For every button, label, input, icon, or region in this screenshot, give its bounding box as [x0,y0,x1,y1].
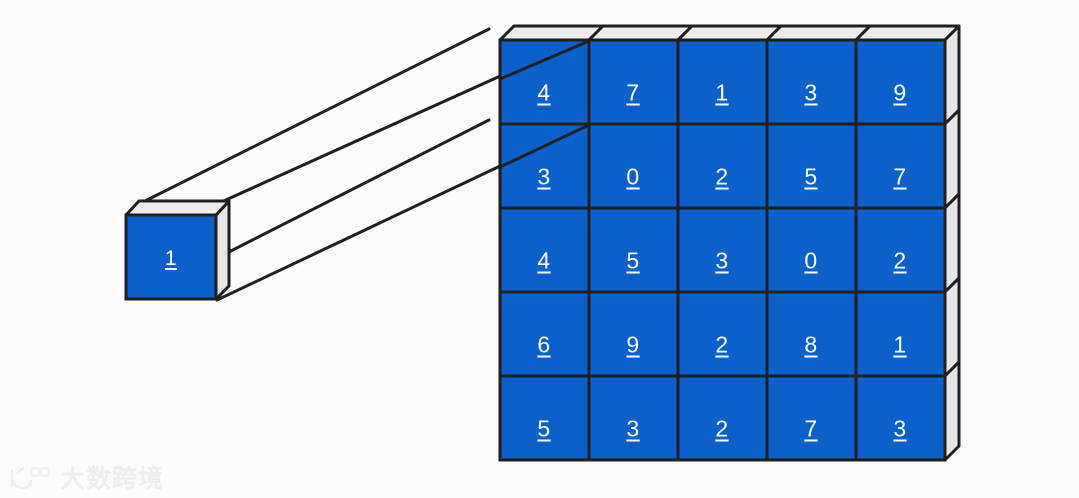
grid-cell-r4c4[interactable] [765,290,858,378]
grid-cell-r4c5[interactable] [854,290,947,378]
source-cube-top-face [124,199,231,217]
grid-front-faces [498,38,947,462]
grid-cell-r1c2[interactable] [587,38,680,126]
grid-cell-r3c4[interactable] [765,206,858,294]
grid-cell-r5c5[interactable] [854,374,947,462]
grid-cell-r1c4[interactable] [765,38,858,126]
grid-right-face-r4 [943,276,961,378]
grid-cell-r1c5[interactable] [854,38,947,126]
grid-cell-r5c3[interactable] [676,374,769,462]
projection-line-4-overlay [498,123,591,169]
grid-right-face-r2 [943,108,961,210]
grid-cell-r3c2[interactable] [587,206,680,294]
target-grid[interactable] [498,24,961,462]
grid-top-face-c3 [676,24,783,42]
projection-lines-overlay [498,39,591,169]
grid-cell-r5c1[interactable] [498,374,591,462]
grid-cell-r5c4[interactable] [765,374,858,462]
source-cube-right-face [214,199,231,301]
grid-top-face-c4 [765,24,872,42]
grid-cell-r5c2[interactable] [587,374,680,462]
grid-top-face-c1 [498,24,605,42]
projection-line-2-overlay [498,39,591,81]
grid-right-faces [943,24,961,462]
source-cube-front-face [124,213,218,301]
grid-cell-r1c1[interactable] [498,38,591,126]
grid-cell-r2c1[interactable] [498,122,591,210]
grid-right-face-r1 [943,24,961,126]
grid-cell-r2c4[interactable] [765,122,858,210]
projection-line-1 [139,27,491,205]
grid-cell-r1c3[interactable] [676,38,769,126]
grid-right-face-r3 [943,192,961,294]
grid-cell-r2c3[interactable] [676,122,769,210]
grid-cell-r3c1[interactable] [498,206,591,294]
grid-top-face-c2 [587,24,694,42]
grid-cell-r3c3[interactable] [676,206,769,294]
grid-top-face-c5 [854,24,961,42]
grid-right-face-r5 [943,360,961,462]
grid-cell-r2c2[interactable] [587,122,680,210]
grid-top-faces [498,24,961,42]
grid-cell-r4c2[interactable] [587,290,680,378]
grid-cell-r4c1[interactable] [498,290,591,378]
grid-cell-r4c3[interactable] [676,290,769,378]
projection-line-3 [215,118,491,260]
grid-cell-r3c5[interactable] [854,206,947,294]
source-cube[interactable] [124,199,231,301]
grid-cell-r2c5[interactable] [854,122,947,210]
